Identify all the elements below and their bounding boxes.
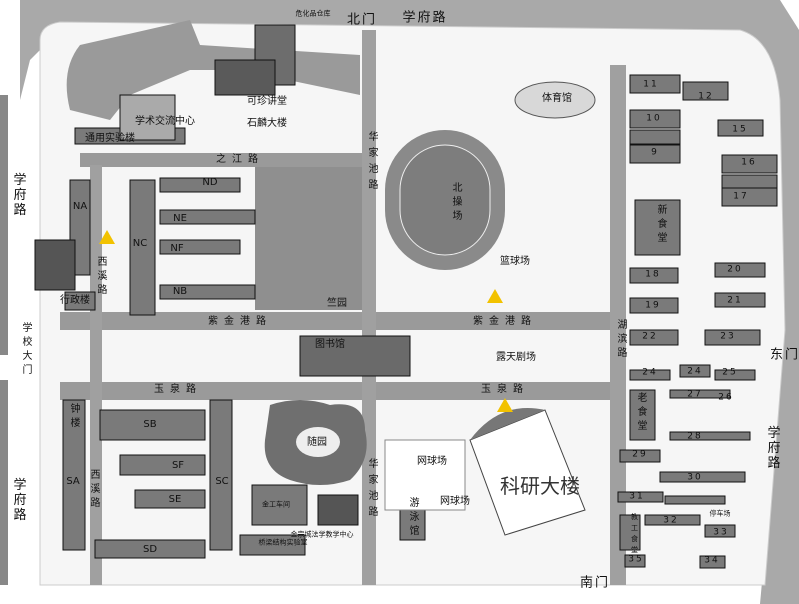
building-label[interactable]: NB: [172, 286, 188, 297]
building-label[interactable]: NC: [132, 238, 148, 249]
building-label[interactable]: 金宗城法学教学中心: [290, 530, 354, 539]
road-label[interactable]: 华家池路: [366, 131, 377, 195]
road-label[interactable]: 华家池路: [366, 458, 377, 522]
dorm-label[interactable]: 24: [687, 366, 703, 377]
dorm-label[interactable]: 9: [651, 147, 659, 158]
dorm-label[interactable]: 16: [741, 157, 757, 168]
building-label[interactable]: 游泳馆: [407, 497, 418, 539]
building-label[interactable]: 北操场: [450, 182, 461, 224]
gate-label[interactable]: 北门: [346, 12, 378, 28]
dorm-label[interactable]: 27: [687, 389, 703, 400]
road-label[interactable]: 紫金港路: [208, 316, 272, 327]
road-label[interactable]: 紫金港路: [473, 316, 537, 327]
building-label[interactable]: 体育馆: [542, 93, 572, 104]
dorm-label[interactable]: 34: [704, 555, 720, 566]
building-label[interactable]: 可珍讲堂: [247, 96, 287, 107]
dorm-label[interactable]: 21: [727, 295, 743, 306]
building-label[interactable]: SF: [171, 460, 185, 471]
warning-sign-icon: [497, 398, 513, 412]
dorm-label[interactable]: 12: [698, 91, 714, 102]
building-label[interactable]: SA: [66, 476, 80, 487]
road-label[interactable]: 玉泉路: [154, 384, 202, 395]
dorm-label[interactable]: 31: [629, 491, 645, 502]
road-yuquan: [60, 382, 615, 400]
dorm-label[interactable]: 20: [727, 264, 743, 275]
building-label[interactable]: ND: [202, 177, 218, 188]
dorm-label[interactable]: 23: [720, 331, 736, 342]
building-label[interactable]: 篮球场: [500, 256, 530, 267]
building-label[interactable]: SD: [142, 544, 158, 555]
dorm-label[interactable]: 22: [642, 331, 658, 342]
outer-road-label[interactable]: 学府路: [10, 172, 26, 218]
building-label[interactable]: 网球场: [440, 496, 470, 507]
buildings-layer: [34, 24, 778, 569]
dorm-label[interactable]: 32: [663, 515, 679, 526]
building-label[interactable]: SB: [143, 419, 157, 430]
building-label[interactable]: 老食堂: [635, 392, 646, 434]
building-label[interactable]: 新食堂: [655, 204, 666, 246]
warning-sign-icon: [99, 230, 115, 244]
road-label[interactable]: 西溪路: [95, 256, 106, 298]
building-label[interactable]: SE: [168, 494, 182, 505]
gate-label[interactable]: 学校大门: [20, 322, 31, 378]
building-label[interactable]: 网球场: [417, 456, 447, 467]
building-label[interactable]: 石麟大楼: [247, 118, 287, 129]
gate-label[interactable]: 东门: [769, 347, 799, 363]
building-label[interactable]: NA: [72, 201, 88, 212]
outer-road-label[interactable]: 学府路: [764, 425, 780, 471]
dorm-label[interactable]: 29: [632, 449, 648, 460]
building-label[interactable]: 图书馆: [315, 339, 345, 350]
building-label[interactable]: 桥梁结构实验室: [258, 538, 308, 547]
building-label[interactable]: 危化品仓库: [295, 9, 331, 18]
outer-road-label[interactable]: 学府路: [402, 10, 448, 26]
building-label[interactable]: 停车场: [709, 509, 731, 518]
dorm-label[interactable]: 33: [713, 527, 729, 538]
dorm-label[interactable]: 11: [643, 79, 659, 90]
road-zijingang: [60, 312, 615, 330]
building-label[interactable]: 学术交流中心: [135, 116, 195, 127]
dorm-label[interactable]: 10: [646, 113, 662, 124]
building-label[interactable]: 露天剧场: [496, 352, 536, 363]
dorm-label[interactable]: 30: [687, 472, 703, 483]
dorm-label[interactable]: 17: [733, 191, 749, 202]
building-label[interactable]: 通用实验楼: [85, 133, 135, 144]
building-label[interactable]: 随园: [307, 437, 327, 448]
building-label[interactable]: 科研大楼: [500, 474, 580, 498]
road-label[interactable]: 湖滨路: [615, 319, 626, 361]
building-label[interactable]: NE: [173, 213, 187, 224]
road-label[interactable]: 之江路: [216, 154, 264, 165]
building-label[interactable]: 教工食堂: [630, 513, 639, 557]
road-label[interactable]: 西溪路: [88, 469, 99, 511]
dorm-label[interactable]: 28: [687, 431, 703, 442]
building-label[interactable]: 竺园: [327, 298, 347, 309]
dorm-label[interactable]: 15: [732, 124, 748, 135]
dorm-label[interactable]: 19: [645, 300, 661, 311]
road-label[interactable]: 玉泉路: [481, 384, 529, 395]
gate-label[interactable]: 南门: [579, 575, 611, 591]
outer-road-label[interactable]: 学府路: [10, 477, 26, 523]
dorm-label[interactable]: 26: [718, 392, 734, 403]
dorm-label[interactable]: 18: [645, 269, 661, 280]
building-label[interactable]: 钟楼: [68, 403, 79, 431]
road-zhijiang: [80, 153, 375, 167]
dorm-label[interactable]: 25: [722, 367, 738, 378]
dorm-label[interactable]: 24: [642, 367, 658, 378]
building-label[interactable]: SC: [215, 476, 229, 487]
building-label[interactable]: 行政楼: [60, 295, 90, 306]
dorm-label[interactable]: 35: [628, 554, 644, 565]
warning-sign-icon: [487, 289, 503, 303]
building-label[interactable]: 金工车间: [262, 500, 290, 509]
road-xixi: [90, 165, 102, 585]
building-label[interactable]: NF: [170, 243, 184, 254]
